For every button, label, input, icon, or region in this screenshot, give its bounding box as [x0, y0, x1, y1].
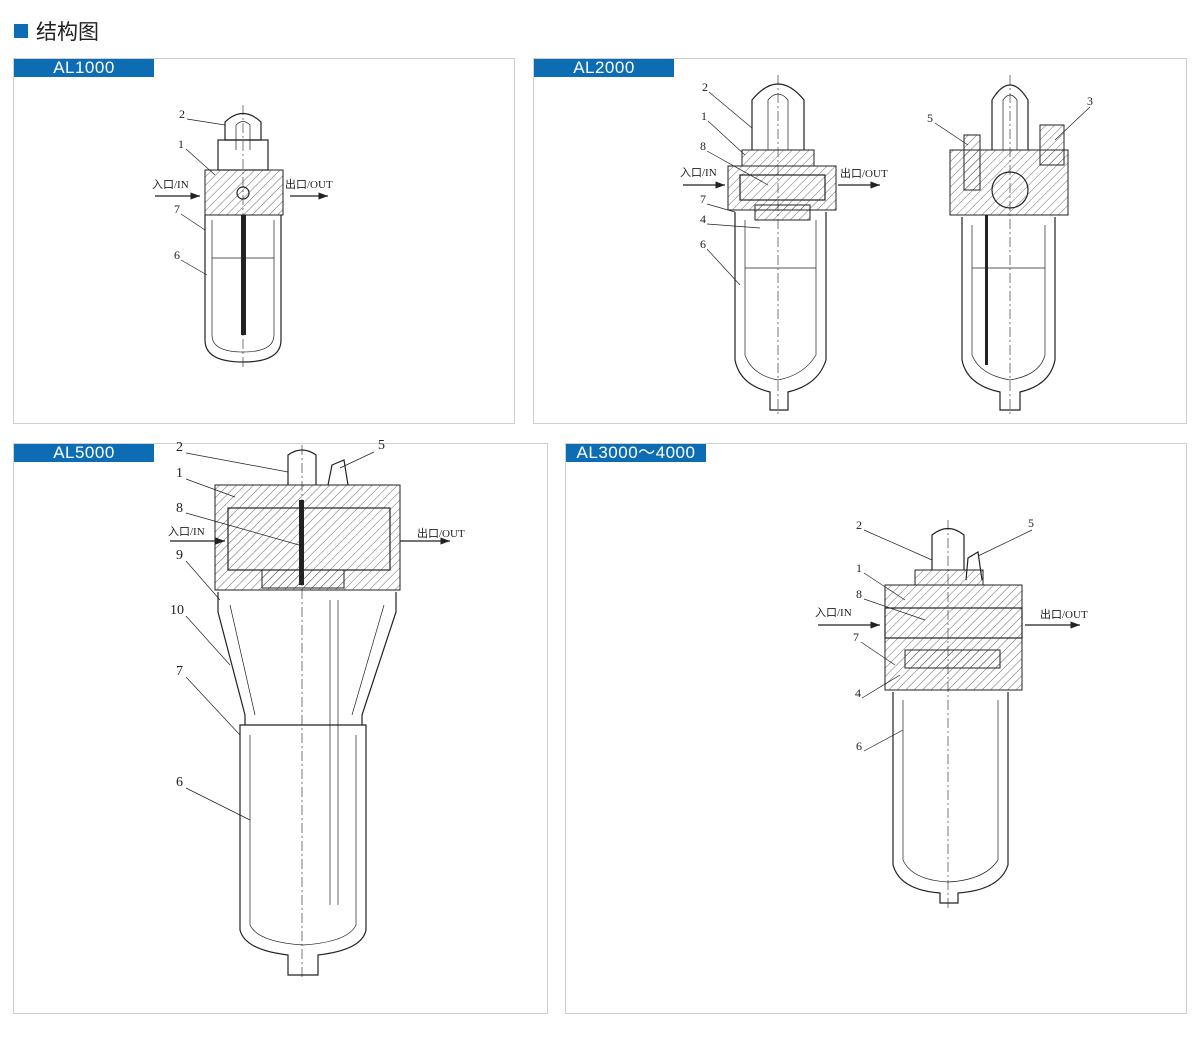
part-number: 6 [700, 237, 706, 251]
inlet-label: 入口/IN [815, 607, 852, 619]
part-number: 7 [176, 664, 183, 679]
outlet-label: 出口/OUT [1040, 607, 1088, 621]
part-number: 2 [856, 518, 862, 532]
section-title: 结构图 [36, 20, 99, 44]
part-number: 1 [178, 137, 184, 151]
inlet-label: 入口/IN [152, 179, 189, 191]
panel-al1000: AL1000 [13, 58, 515, 424]
drawing-al1000: 入口/IN 出口/OUT 2 1 7 6 [152, 105, 333, 370]
outlet-label: 出口/OUT [285, 177, 333, 191]
panel-al5000: AL5000 [13, 443, 548, 1014]
drawing-al2000-front: 入口/IN 出口/OUT 2 1 8 7 4 6 [680, 75, 888, 415]
panel-title: AL5000 [14, 444, 154, 462]
part-number: 10 [170, 603, 184, 618]
inlet-label: 入口/IN [680, 167, 717, 179]
panel-title: AL2000 [534, 59, 674, 77]
part-number: 8 [176, 501, 183, 516]
part-number: 7 [174, 202, 180, 216]
drawing-al5000: 入口/IN 出口/OUT 2 5 1 8 9 10 7 6 [168, 438, 465, 980]
part-number: 8 [700, 139, 706, 153]
panel-title: AL1000 [14, 59, 154, 77]
section-heading: 结构图 [14, 16, 99, 46]
part-number: 1 [856, 561, 862, 575]
part-number: 8 [856, 587, 862, 601]
panel-al2000: AL2000 [533, 58, 1187, 424]
part-number: 5 [378, 438, 385, 453]
part-number: 1 [176, 466, 183, 481]
drawing-al3000-4000: 入口/IN 出口/OUT 2 5 1 8 7 4 6 [815, 516, 1088, 910]
panel-al3000-4000: AL3000～4000 [565, 443, 1187, 1014]
part-number: 6 [856, 739, 862, 753]
part-number: 5 [1028, 516, 1034, 530]
part-number: 6 [176, 775, 183, 790]
drawing-al2000-side: 5 3 [927, 75, 1093, 415]
inlet-label: 入口/IN [168, 526, 205, 538]
part-number: 2 [179, 107, 185, 121]
panel-title: AL3000～4000 [566, 444, 706, 462]
part-number: 9 [176, 548, 183, 563]
outlet-label: 出口/OUT [840, 166, 888, 180]
part-number: 7 [853, 630, 859, 644]
part-number: 4 [855, 686, 861, 700]
part-number: 2 [702, 80, 708, 94]
part-number: 1 [701, 109, 707, 123]
heading-square-icon [14, 24, 28, 38]
part-number: 5 [927, 111, 933, 125]
part-number: 4 [700, 212, 706, 226]
part-number: 7 [700, 192, 706, 206]
outlet-label: 出口/OUT [417, 526, 465, 540]
part-number: 6 [174, 248, 180, 262]
part-number: 3 [1087, 94, 1093, 108]
part-number: 2 [176, 440, 183, 455]
